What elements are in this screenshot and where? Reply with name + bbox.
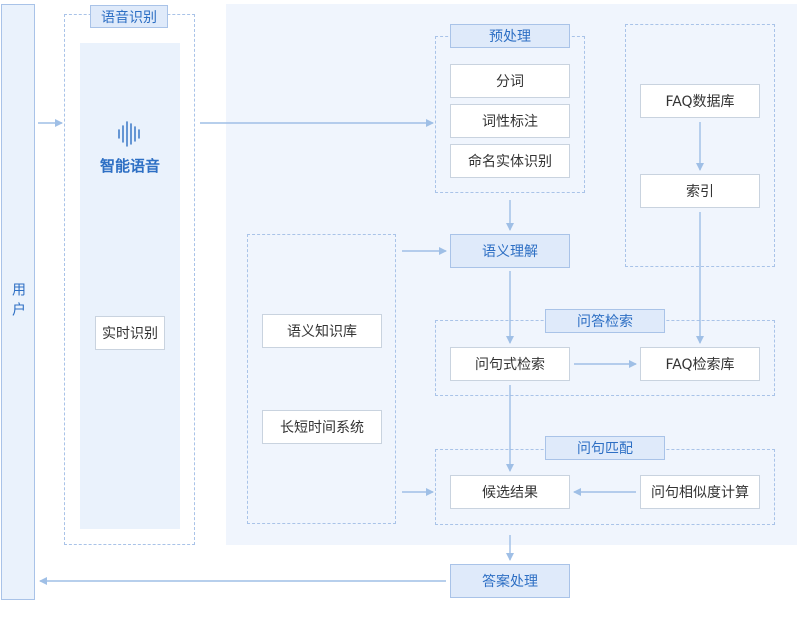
faq-database-box: FAQ数据库: [640, 84, 760, 118]
faq-search-library-box: FAQ检索库: [640, 347, 760, 381]
realtime-recognition-box: 实时识别: [95, 316, 165, 350]
semantic-knowledge-base-box: 语义知识库: [262, 314, 382, 348]
candidate-results-box: 候选结果: [450, 475, 570, 509]
similarity-calculation-box: 问句相似度计算: [640, 475, 760, 509]
question-matching-title: 问句匹配: [545, 436, 665, 460]
voice-wave-icon: [116, 121, 144, 147]
preprocess-title: 预处理: [450, 24, 570, 48]
pos-tagging-box: 词性标注: [450, 104, 570, 138]
user-label: 用户: [10, 282, 26, 322]
index-box: 索引: [640, 174, 760, 208]
knowledge-group: [247, 234, 396, 524]
answer-processing-box: 答案处理: [450, 564, 570, 598]
qa-search-title: 问答检索: [545, 309, 665, 333]
speech-recognition-title: 语音识别: [90, 5, 168, 28]
ner-box: 命名实体识别: [450, 144, 570, 178]
semantic-understanding-box: 语义理解: [450, 234, 570, 268]
speech-recognition-inner: [80, 43, 180, 529]
user-column: 用户: [1, 4, 35, 600]
smart-voice-label: 智能语音: [99, 157, 160, 175]
question-search-box: 问句式检索: [450, 347, 570, 381]
segmentation-box: 分词: [450, 64, 570, 98]
long-short-memory-box: 长短时间系统: [262, 410, 382, 444]
